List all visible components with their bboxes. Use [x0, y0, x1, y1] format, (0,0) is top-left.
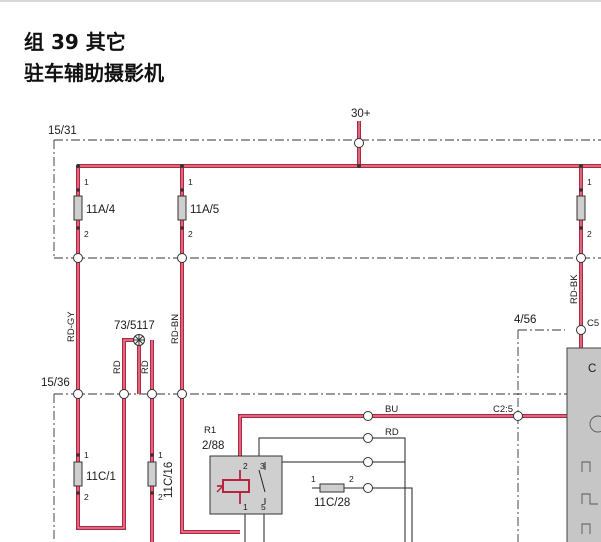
- top-rule: [0, 0, 601, 2]
- wire-label-rd-gy: RD-GY: [66, 311, 77, 342]
- node-c2: [513, 411, 523, 421]
- fuse1-pin-bottom: 2: [84, 229, 89, 239]
- node-bu: [363, 411, 373, 421]
- relay-pin-2: 2: [243, 461, 248, 471]
- junction-dots: [76, 164, 583, 495]
- fuse4-label: 11C/1: [86, 471, 116, 483]
- node-6: [147, 389, 157, 399]
- fuse-right: [576, 195, 586, 221]
- fuse5-label: 11C/16: [163, 462, 175, 498]
- relay-r1: [209, 455, 283, 515]
- node-5: [119, 389, 129, 399]
- wire-label-rd-right: RD: [140, 360, 151, 374]
- node-2: [177, 253, 187, 263]
- zone-label-15-31: 15/31: [48, 125, 77, 137]
- page-title: 组 39 其它: [24, 30, 126, 54]
- module-label: C: [588, 363, 596, 375]
- fuse3-pin-bottom: 2: [587, 229, 592, 239]
- page-subtitle: 驻车辅助摄影机: [24, 61, 164, 85]
- node-fuse6: [363, 483, 373, 493]
- zone-label-15-36: 15/36: [41, 377, 70, 389]
- fuse2-pin-bottom: 2: [188, 229, 193, 239]
- wire-label-rd-bk: RD-BK: [569, 274, 580, 304]
- node-8: [576, 325, 586, 335]
- node-relay-out: [363, 457, 373, 467]
- supply-label: 30+: [351, 108, 371, 120]
- control-module: [566, 347, 601, 542]
- zone-border-15-31: [53, 139, 601, 259]
- zone-border-15-36: [53, 393, 601, 542]
- fuse6-label: 11C/28: [314, 497, 350, 509]
- fuse-11a-5: [177, 195, 187, 221]
- fuse4-pin-top: 1: [84, 450, 89, 460]
- fuse-11c-28: [319, 483, 345, 493]
- connection-points: [73, 138, 586, 493]
- relay-pin-3: 3: [260, 461, 265, 471]
- fuse6-pin-right: 2: [349, 474, 354, 484]
- fuse-11a-4: [73, 195, 83, 221]
- module-internal: [581, 415, 601, 534]
- relay-switch: [258, 462, 266, 504]
- zone-border-4-56: [517, 329, 565, 542]
- connector-c2-5: C2:5: [493, 404, 513, 415]
- fuse3-pin-top: 1: [587, 177, 592, 187]
- connector-c5: C5: [587, 318, 599, 329]
- node-30: [354, 138, 364, 148]
- fuse4-pin-bottom: 2: [84, 492, 89, 502]
- relay-pin-1: 1: [243, 502, 248, 512]
- relay-id: 2/88: [202, 440, 224, 452]
- module-indicator: [589, 415, 601, 433]
- wire-label-rd-relay: RD: [385, 427, 399, 438]
- node-7: [177, 389, 187, 399]
- splice-symbol: [133, 334, 145, 346]
- fuse6-pin-left: 1: [311, 474, 316, 484]
- wire-label-bu: BU: [385, 404, 398, 415]
- zone-label-4-56: 4/56: [514, 314, 536, 326]
- fuse1-label: 11A/4: [86, 204, 116, 216]
- relay-coil-leads: [217, 470, 241, 504]
- node-4: [73, 389, 83, 399]
- fuse5-pin-bottom: 2: [158, 492, 163, 502]
- zone-borders: [53, 139, 601, 542]
- relay-pin-5: 5: [261, 502, 266, 512]
- fuse-11c-16: [147, 461, 157, 487]
- module-pulse-symbol: [581, 461, 598, 534]
- fuse2-label: 11A/5: [190, 204, 219, 216]
- wire-label-rd-left: RD: [112, 360, 123, 374]
- wire-bu: [238, 414, 568, 512]
- node-3: [576, 253, 586, 263]
- fuse5-pin-top: 1: [158, 450, 163, 460]
- fuse2-pin-top: 1: [188, 177, 193, 187]
- fuse1-pin-top: 1: [84, 177, 89, 187]
- wire-label-rd-bn: RD-BN: [170, 314, 181, 344]
- relay-coil-marker: [216, 485, 224, 493]
- node-rd: [363, 433, 373, 443]
- node-1: [73, 253, 83, 263]
- splice-label: 73/5117: [114, 320, 155, 332]
- fuse-11c-1: [73, 461, 83, 487]
- relay-ref: R1: [204, 425, 216, 436]
